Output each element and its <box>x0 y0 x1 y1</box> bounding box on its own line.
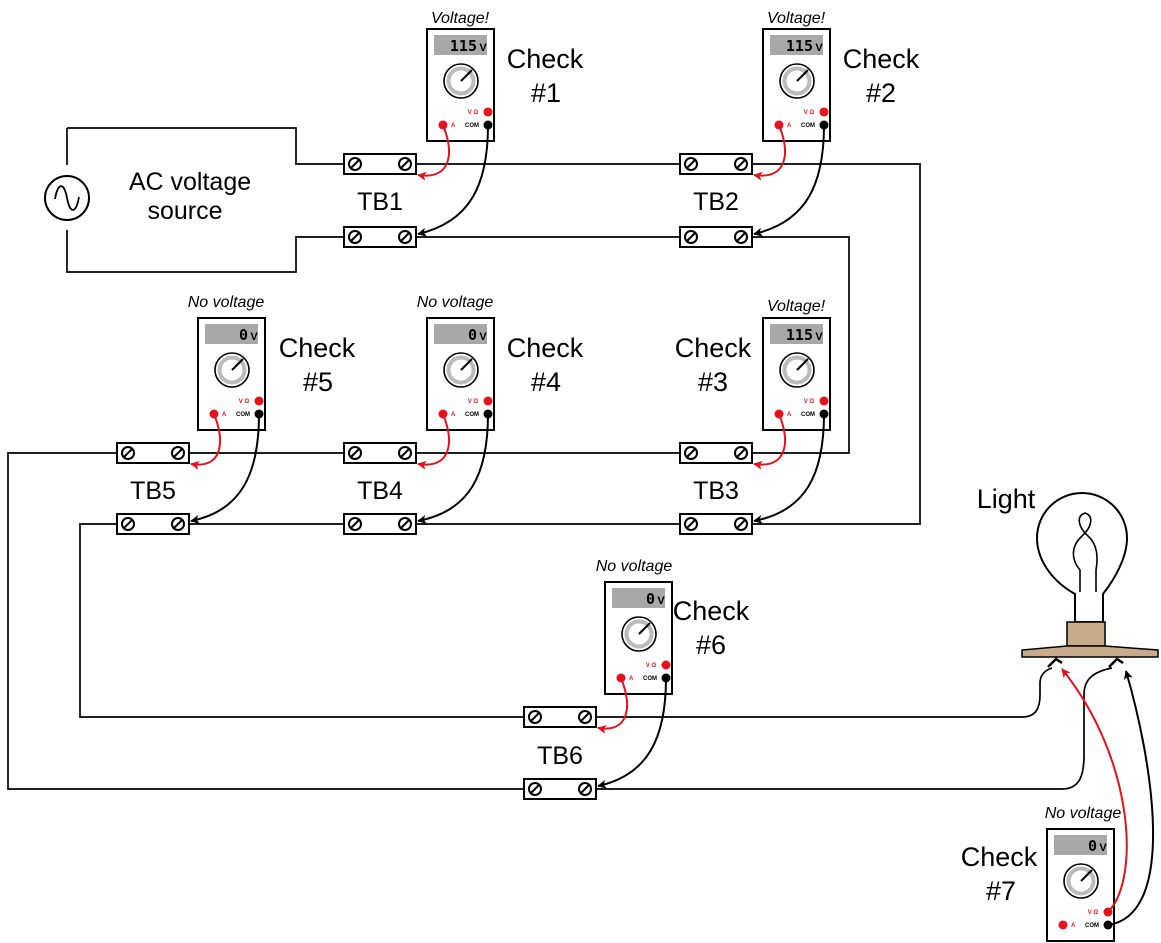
check-4-status: No voltage <box>417 294 494 311</box>
lamp-terminal-right[interactable] <box>1108 657 1124 668</box>
lamp-base <box>1021 645 1159 658</box>
lamp-socket <box>1066 621 1106 647</box>
check-7-label: Check <box>961 842 1038 872</box>
check-6-label: Check <box>673 596 750 626</box>
tb5-top-terminal[interactable] <box>116 442 190 464</box>
check-5-unit: V <box>250 331 258 343</box>
bulb-glass <box>1035 492 1129 623</box>
check-3-meter: 115 V <box>761 316 832 432</box>
check-7-reading: 0 <box>1088 837 1097 855</box>
tb5-label: TB5 <box>130 477 176 505</box>
check-1-meter: 115 V <box>425 27 496 143</box>
source-label-line2: source <box>147 197 222 225</box>
check-2-meter: 115 V <box>761 27 832 143</box>
check-5-status: No voltage <box>188 294 265 311</box>
tb5-bottom-terminal[interactable] <box>116 513 190 535</box>
check-6-number: #6 <box>696 630 726 660</box>
terminal-blocks: TB1 TB2 TB3 TB4 TB5 TB6 <box>116 153 753 800</box>
check-5-number: #5 <box>303 367 333 397</box>
source-label-line1: AC voltage <box>129 168 251 196</box>
check-4-black-probe[interactable] <box>417 413 489 524</box>
check-3-unit: V <box>815 331 823 343</box>
tb3-top-terminal[interactable] <box>679 442 753 464</box>
tb3-label: TB3 <box>693 477 739 505</box>
check-4-reading: 0 <box>468 326 477 344</box>
wires <box>7 127 1113 790</box>
check-6-unit: V <box>657 595 665 607</box>
check-2-red-probe[interactable] <box>753 124 786 181</box>
lamp-terminal-left[interactable] <box>1047 657 1063 668</box>
check-4-label: Check <box>507 333 584 363</box>
check-1-status: Voltage! <box>431 10 490 27</box>
check-5-reading: 0 <box>239 326 248 344</box>
tb2-label: TB2 <box>693 188 739 216</box>
light-label: Light <box>977 484 1036 514</box>
ac-voltage-source: AC voltage source <box>44 168 251 225</box>
check-1-red-probe[interactable] <box>417 124 450 181</box>
tb3-bottom-terminal[interactable] <box>679 513 753 535</box>
tb1-label: TB1 <box>357 188 403 216</box>
tb6-label: TB6 <box>537 742 583 770</box>
check-2-reading: 115 <box>786 37 813 55</box>
check-1-number: #1 <box>531 78 561 108</box>
check-6-status: No voltage <box>596 558 673 575</box>
check-2-number: #2 <box>866 78 896 108</box>
check-7-number: #7 <box>986 876 1016 906</box>
check-5-meter: 0 V <box>196 316 267 432</box>
filament-icon <box>1072 512 1098 592</box>
check-6-reading: 0 <box>646 590 655 608</box>
check-6-red-probe[interactable] <box>597 677 628 734</box>
tb4-top-terminal[interactable] <box>343 442 417 464</box>
check-1-reading: 115 <box>450 37 477 55</box>
check-5-label: Check <box>279 333 356 363</box>
light-bulb: Light <box>977 484 1159 668</box>
check-4-unit: V <box>479 331 487 343</box>
check-4-red-probe[interactable] <box>417 413 450 470</box>
check-2-unit: V <box>815 42 823 54</box>
tb4-label: TB4 <box>357 477 403 505</box>
check-2-status: Voltage! <box>767 10 826 27</box>
check-4-number: #4 <box>531 367 561 397</box>
tb2-bottom-terminal[interactable] <box>679 226 753 248</box>
tb6-top-terminal[interactable] <box>523 706 597 728</box>
check-3-label: Check <box>675 333 752 363</box>
check-3-reading: 115 <box>786 326 813 344</box>
tb6-bottom-terminal[interactable] <box>523 778 597 800</box>
check-5-black-probe[interactable] <box>190 413 260 524</box>
sine-wave-icon <box>54 185 80 211</box>
check-3-red-probe[interactable] <box>753 413 786 470</box>
check-1-label: Check <box>507 44 584 74</box>
check-7-black-probe[interactable] <box>1107 670 1154 926</box>
check-1-unit: V <box>479 42 487 54</box>
check-7-red-probe[interactable] <box>1061 668 1128 913</box>
check-6-meter: 0 V <box>603 580 674 696</box>
check-3-status: Voltage! <box>767 298 826 315</box>
check-6-black-probe[interactable] <box>597 677 667 789</box>
tb4-bottom-terminal[interactable] <box>343 513 417 535</box>
tb1-top-terminal[interactable] <box>343 153 417 175</box>
tb1-bottom-terminal[interactable] <box>343 226 417 248</box>
check-7-unit: V <box>1099 842 1107 854</box>
check-7-status: No voltage <box>1045 805 1122 822</box>
check-3-black-probe[interactable] <box>753 413 825 524</box>
check-3-number: #3 <box>698 367 728 397</box>
check-1-black-probe[interactable] <box>417 124 489 237</box>
check-7-meter: 0 V <box>1045 827 1116 943</box>
check-2-black-probe[interactable] <box>753 124 825 237</box>
check-4-meter: 0 V <box>425 316 496 432</box>
tb2-top-terminal[interactable] <box>679 153 753 175</box>
check-5-red-probe[interactable] <box>190 413 221 470</box>
check-2-label: Check <box>843 44 920 74</box>
